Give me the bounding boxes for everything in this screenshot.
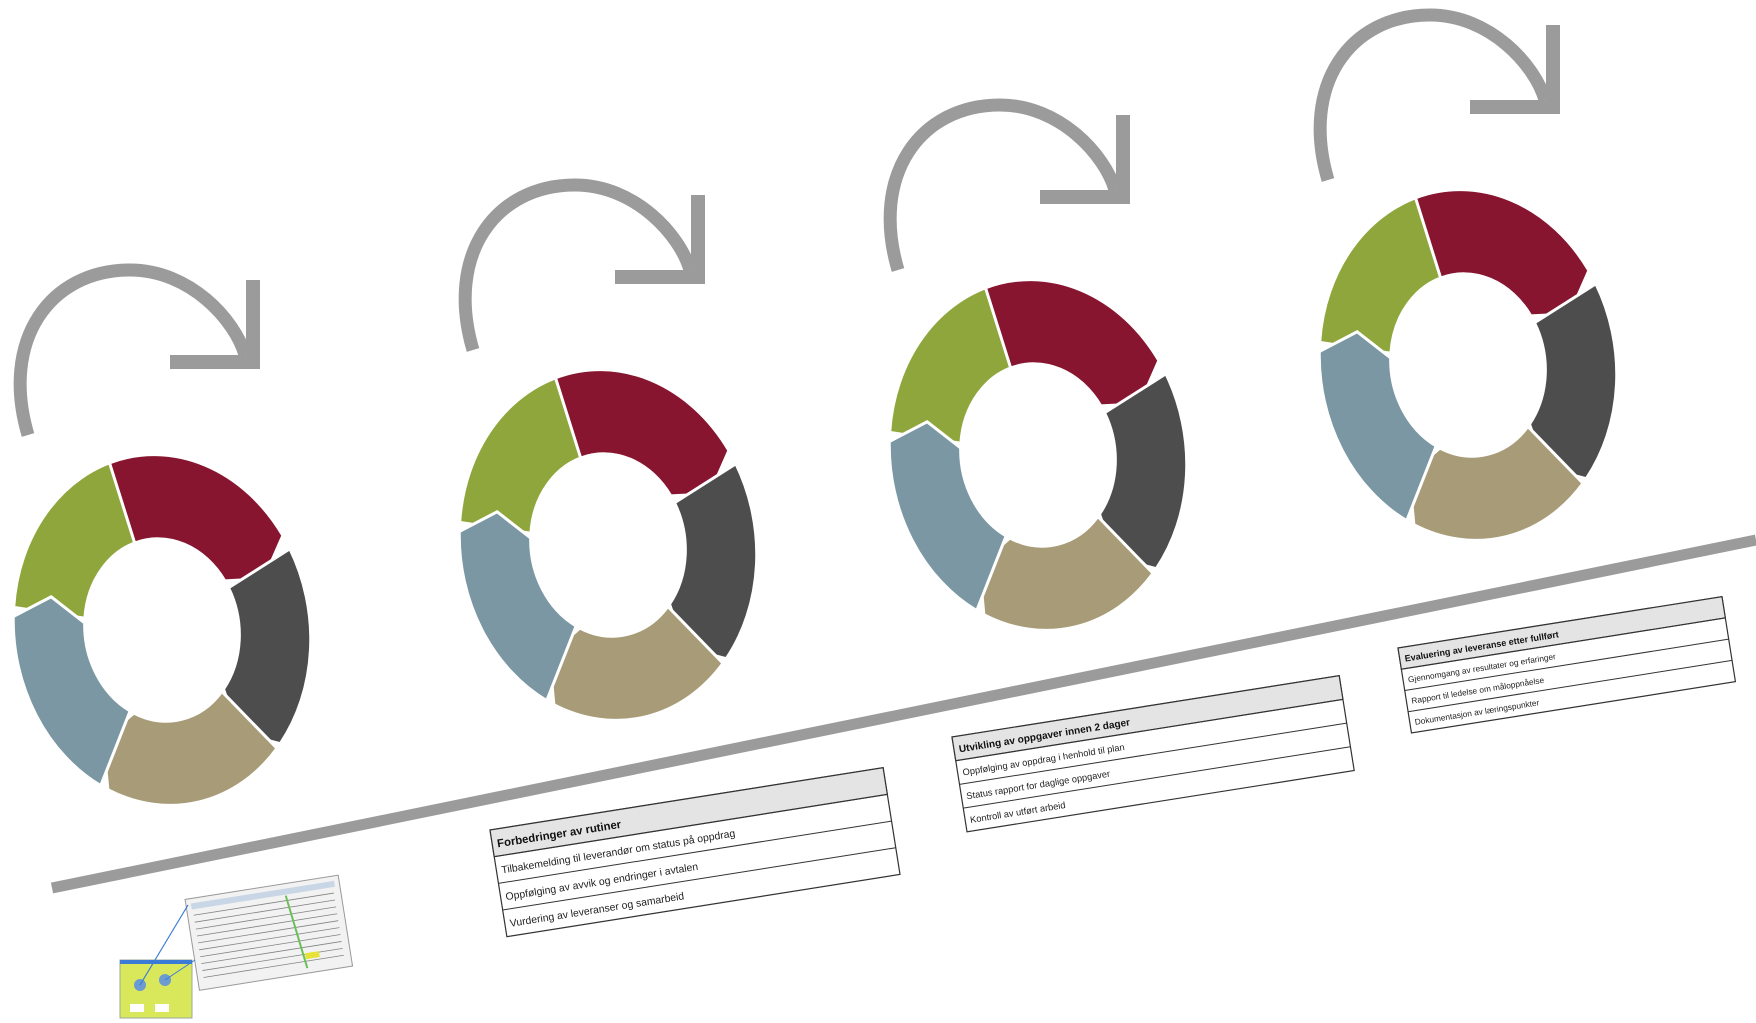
cycle-segment xyxy=(1527,281,1619,481)
cycle-arrow-icon xyxy=(13,263,260,437)
step-card-3: Evaluering av leveranse etter fullførtGj… xyxy=(1397,596,1737,734)
cycle-segment xyxy=(547,604,726,722)
cycle-diagram-1 xyxy=(11,453,313,807)
timeline-line xyxy=(50,534,1756,894)
cycle-segment xyxy=(667,461,759,661)
cycle-diagram-4 xyxy=(1317,188,1619,542)
cycle-segment xyxy=(1317,330,1438,523)
cycle-segment xyxy=(1407,424,1586,542)
cycle-segment xyxy=(101,689,280,807)
cycle-segment xyxy=(887,420,1008,613)
cycle-segment xyxy=(1413,188,1591,318)
cycle-arrow-icon xyxy=(1313,8,1560,182)
cycle-segment xyxy=(11,595,132,788)
cycle-segment xyxy=(977,514,1156,632)
diagram-thumbnail-icon[interactable] xyxy=(119,904,196,1019)
cycle-segment xyxy=(553,368,731,498)
step-card-2: Utvikling av oppgaver innen 2 dagerOppfø… xyxy=(951,674,1355,833)
document-thumbnail-icon[interactable] xyxy=(184,874,354,991)
cycle-segment xyxy=(107,453,285,583)
cycle-diagram-2 xyxy=(457,368,759,722)
cycle-segment xyxy=(1097,371,1189,571)
cycle-segment xyxy=(983,278,1161,408)
cycle-segment xyxy=(221,546,313,746)
cycle-diagram-3 xyxy=(887,278,1189,632)
cycle-arrow-icon xyxy=(458,178,705,352)
cycle-arrow-icon xyxy=(883,98,1130,272)
cycle-segment xyxy=(457,510,578,703)
